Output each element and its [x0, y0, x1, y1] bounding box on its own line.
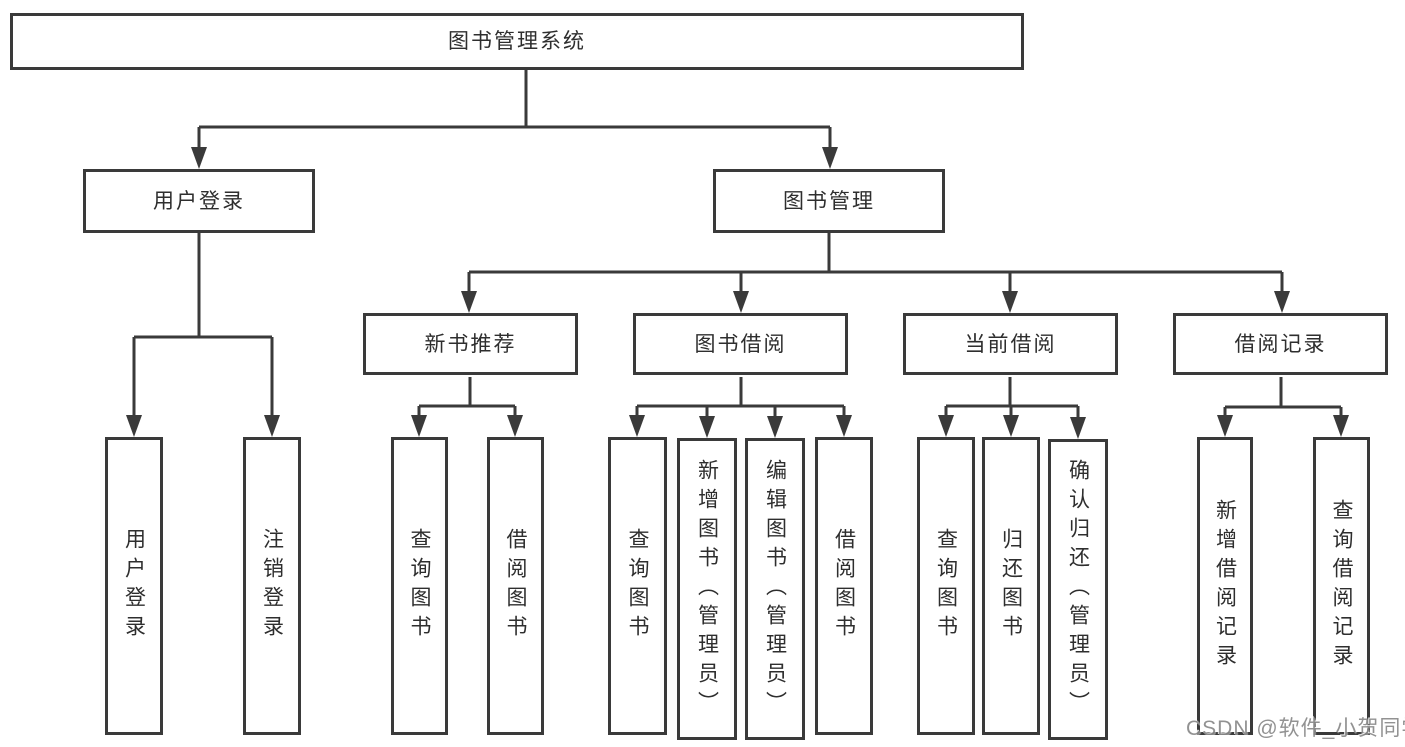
leaf-add-books-admin: 新增图书（管理员） [677, 438, 737, 740]
leaf-borrow-books: 借阅图书 [487, 437, 544, 735]
leaf-query-books-2: 查询图书 [608, 437, 667, 735]
node-user-login: 用户登录 [83, 169, 315, 233]
leaf-borrow-books-2: 借阅图书 [815, 437, 873, 735]
node-book-management: 图书管理 [713, 169, 945, 233]
leaf-query-books-3: 查询图书 [917, 437, 975, 735]
leaf-confirm-return-admin: 确认归还（管理员） [1048, 439, 1108, 740]
node-current-borrowing: 当前借阅 [903, 313, 1118, 375]
node-library-management-system: 图书管理系统 [10, 13, 1024, 70]
node-book-borrowing: 图书借阅 [633, 313, 848, 375]
leaf-user-login: 用户登录 [105, 437, 163, 735]
leaf-add-borrow-record: 新增借阅记录 [1197, 437, 1253, 735]
node-new-book-recommendation: 新书推荐 [363, 313, 578, 375]
leaf-query-books: 查询图书 [391, 437, 448, 735]
node-borrowing-records: 借阅记录 [1173, 313, 1388, 375]
leaf-query-borrow-record: 查询借阅记录 [1313, 437, 1370, 735]
leaf-return-books: 归还图书 [982, 437, 1040, 735]
leaf-edit-books-admin: 编辑图书（管理员） [745, 438, 805, 740]
leaf-logout: 注销登录 [243, 437, 301, 735]
watermark-csdn: CSDN @软件_小贺同学 [1186, 717, 1405, 740]
